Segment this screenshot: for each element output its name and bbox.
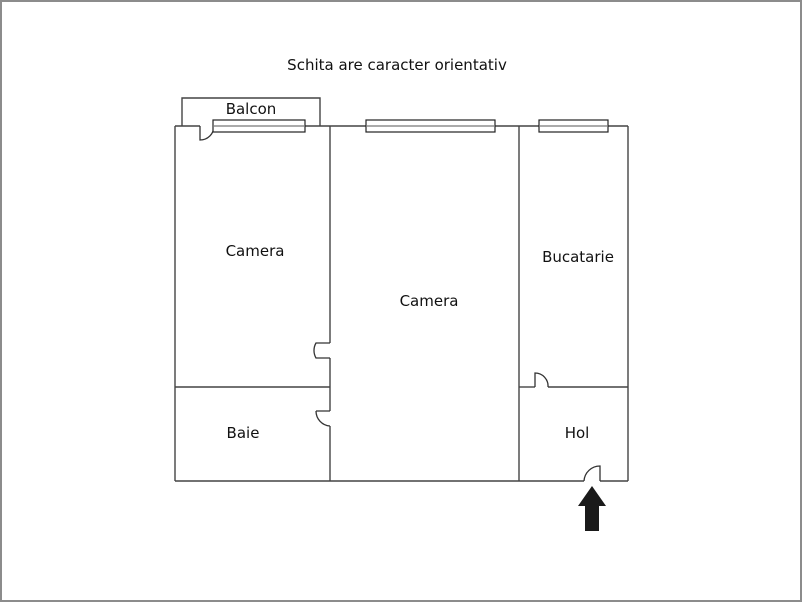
diagram-title: Schita are caracter orientativ <box>287 56 507 74</box>
room-label-camera-left: Camera <box>225 242 285 260</box>
entrance-arrow-icon <box>578 486 606 531</box>
room-label-camera-center: Camera <box>399 292 459 310</box>
room-label-bucatarie: Bucatarie <box>542 248 614 266</box>
door-balcon <box>199 125 215 141</box>
door-bucatarie <box>534 372 549 388</box>
room-label-balcon: Balcon <box>225 100 277 118</box>
door-camera-left <box>313 342 330 359</box>
door-entrance <box>583 465 601 482</box>
room-label-baie: Baie <box>226 424 260 442</box>
balcony-outline <box>181 97 321 126</box>
door-baie <box>315 410 331 427</box>
room-label-hol: Hol <box>564 424 590 442</box>
